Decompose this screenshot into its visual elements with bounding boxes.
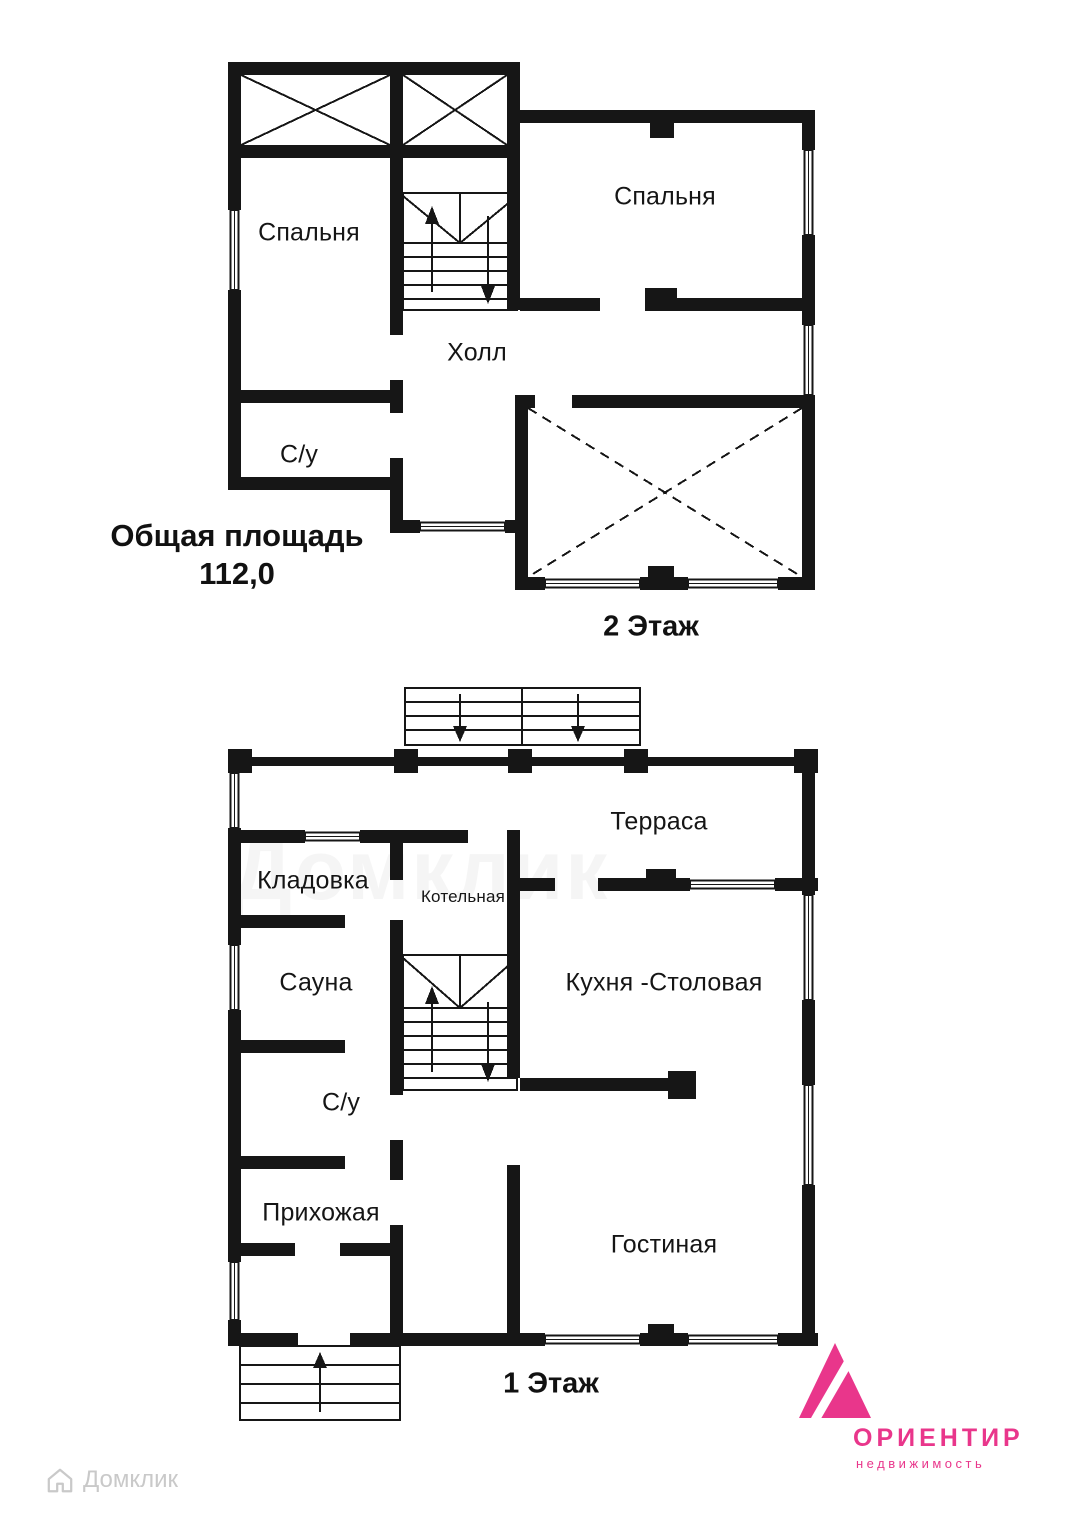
entrance-porch-steps [239,1345,401,1421]
room-label-bathroom-floor1: С/у [321,1088,361,1117]
floor2-stairs [402,192,518,311]
stairs-down-arrow-icon [481,286,495,304]
steps-down-arrow-icon [571,726,585,742]
total-area-label: Общая площадь [110,518,364,553]
room-label-living: Гостиная [610,1230,718,1259]
floor2-walls [228,62,815,590]
room-label-bathroom-floor2: С/у [279,440,319,469]
room-label-boiler: Котельная [420,887,506,906]
floor1-title: 1 Этаж [503,1367,599,1400]
domklik-house-icon [47,1468,73,1493]
room-label-kitchen-dining: Кухня -Столовая [565,968,763,997]
floor2-balcony-cross [240,74,508,146]
room-label-bedroom-left-floor2: Спальня [258,218,360,247]
floor2-title: 2 Этаж [603,610,699,643]
domklik-watermark-text: Домклик [83,1466,179,1493]
domklik-watermark: Домклик [46,1466,178,1494]
floor1-stairs [402,954,518,1091]
total-area-value: 112,0 [199,556,275,591]
floor1-windows [228,772,815,1346]
steps-down-arrow-icon [453,726,467,742]
room-label-storage: Кладовка [257,866,369,895]
terrace-entry-steps [404,687,641,746]
stairs-up-arrow-icon [425,206,439,224]
room-label-terrace: Терраса [610,807,708,836]
room-label-sauna: Сауна [279,968,353,997]
stairs-down-arrow-icon [481,1064,495,1082]
floor2-windows [228,149,815,590]
room-label-hallway: Прихожая [262,1198,380,1227]
room-label-hall-floor2: Холл [447,338,507,367]
floor2-void-cross [527,407,803,578]
stairs-up-arrow-icon [425,986,439,1004]
porch-up-arrow-icon [313,1352,327,1368]
room-label-bedroom-right-floor2: Спальня [614,182,716,211]
